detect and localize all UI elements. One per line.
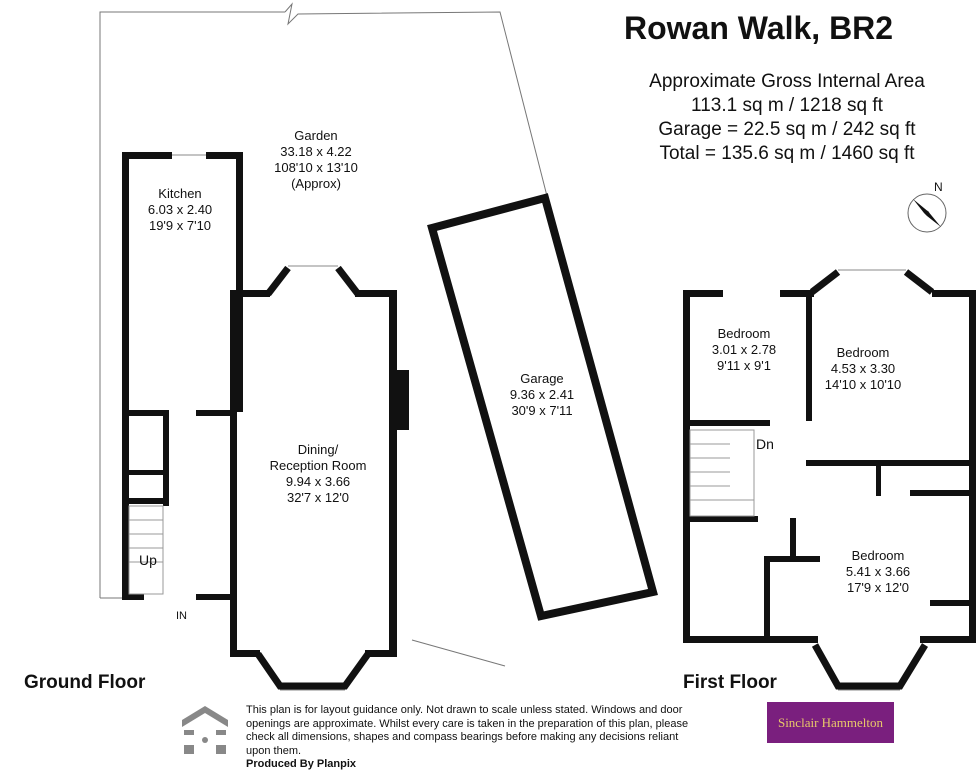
compass-rose-icon [907, 193, 947, 233]
producer-credit: Produced By Planpix [246, 758, 357, 770]
room-label-bedroom-1: Bedroom 3.01 x 2.78 9'11 x 9'1 [711, 326, 777, 373]
garage-walls [411, 193, 658, 667]
agent-logo: Sinclair Hammelton [767, 702, 894, 743]
disclaimer: This plan is for layout guidance only. N… [246, 704, 696, 772]
staircase [128, 429, 755, 595]
entrance-label: IN [176, 610, 187, 622]
area-heading: Approximate Gross Internal Area [649, 71, 925, 92]
area-total: Total = 135.6 sq m / 1460 sq ft [659, 143, 915, 164]
room-label-bedroom-2: Bedroom 4.53 x 3.30 14'10 x 10'10 [824, 345, 902, 392]
first-floor-label: First Floor [683, 672, 777, 693]
ground-floor-walls [122, 152, 409, 657]
room-label-dining: Dining/ Reception Room 9.94 x 3.66 32'7 … [269, 442, 367, 505]
property-title: Rowan Walk, BR2 [624, 10, 894, 46]
room-label-garden: Garden 33.18 x 4.22 108'10 x 13'10 (Appr… [274, 128, 358, 191]
first-floor-walls [683, 290, 976, 643]
disclaimer-text: This plan is for layout guidance only. N… [246, 704, 689, 757]
area-garage: Garage = 22.5 sq m / 242 sq ft [658, 119, 916, 140]
area-main: 113.1 sq m / 1218 sq ft [691, 95, 883, 116]
stairs-up-label: Up [139, 552, 157, 568]
area-summary: Approximate Gross Internal Area 113.1 sq… [649, 70, 925, 166]
room-label-bedroom-3: Bedroom 5.41 x 3.66 17'9 x 12'0 [845, 548, 911, 595]
ground-floor-label: Ground Floor [24, 672, 146, 693]
compass-north-label: N [934, 180, 943, 194]
windows [172, 154, 906, 691]
planpix-logo [182, 706, 228, 754]
stairs-down-label: Dn [756, 436, 774, 452]
room-label-garage: Garage 9.36 x 2.41 30'9 x 7'11 [509, 371, 575, 418]
garden-outline [99, 2, 549, 599]
bay-walls [255, 265, 935, 690]
room-label-kitchen: Kitchen 6.03 x 2.40 19'9 x 7'10 [147, 186, 213, 233]
